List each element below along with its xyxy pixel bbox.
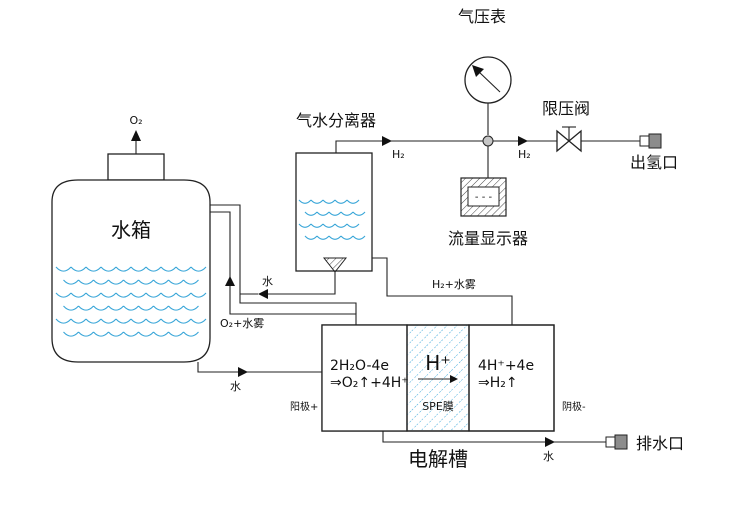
water-tank-label: 水箱 <box>111 218 151 242</box>
junction-node <box>482 135 494 147</box>
water-wave-row <box>298 223 360 228</box>
separator-water-waves <box>298 199 366 240</box>
o2-outlet: O₂ <box>129 114 143 154</box>
cathode-label: 阴极- <box>562 400 586 413</box>
gas-water-separator: 气水分离器 <box>295 111 376 273</box>
water-wave-row <box>55 292 207 298</box>
water-wave-row <box>55 318 207 324</box>
pressure-limit-valve: 限压阀 <box>542 99 590 153</box>
flow-display-label: 流量显示器 <box>448 229 528 248</box>
gauge-needle-icon <box>472 65 484 77</box>
flow-display: - - - 流量显示器 <box>448 177 528 248</box>
electrolytic-cell-label: 电解槽 <box>408 447 468 471</box>
h2-after-junction-label: H₂ <box>518 148 531 161</box>
water-wave-row <box>304 211 366 216</box>
water-feed-label: 水 <box>230 380 241 393</box>
water-return-label: 水 <box>262 275 273 288</box>
drain-water-label: 水 <box>543 450 554 463</box>
flow-display-reading: - - - <box>475 192 493 203</box>
water-wave-row <box>298 199 360 204</box>
proton-arrow-icon <box>450 375 458 383</box>
drain-outlet-connector <box>605 434 628 450</box>
tank-neck <box>107 153 165 181</box>
anode-label: 阳极+ <box>290 400 318 413</box>
water-wave-row <box>304 235 366 240</box>
cathode-reaction-2: ⇒H₂↑ <box>478 375 518 391</box>
separator-drain-funnel <box>322 257 348 273</box>
cathode-reaction-1: 4H⁺+4e <box>478 358 534 374</box>
water-wave-row <box>55 266 207 272</box>
electrolytic-cell: 2H₂O-4e ⇒O₂↑+4H⁺ H⁺ 4H⁺+4e ⇒H₂↑ SPE膜 <box>321 324 555 432</box>
h2-after-separator-label: H₂ <box>392 148 405 161</box>
water-wave-row <box>63 331 199 337</box>
anode-reaction-1: 2H₂O-4e <box>330 358 389 374</box>
o2-water-mist-label: O₂+水雾 <box>220 317 264 330</box>
tank-water-waves <box>55 266 207 337</box>
valve-icon <box>556 129 571 153</box>
separator-label: 气水分离器 <box>296 111 376 130</box>
proton-label: H⁺ <box>425 351 451 375</box>
spe-membrane-label: SPE膜 <box>422 400 454 413</box>
hydrogen-outlet-label: 出氢口 <box>630 153 678 172</box>
valve-label: 限压阀 <box>542 99 590 118</box>
anode-chamber <box>321 324 408 432</box>
flow-display-screen <box>467 186 500 207</box>
water-wave-row <box>63 305 199 311</box>
spe-membrane <box>406 324 470 432</box>
drain-outlet-label: 排水口 <box>636 434 684 453</box>
anode-reaction-2: ⇒O₂↑+4H⁺ <box>330 375 409 391</box>
hydrogen-outlet-connector <box>639 133 662 149</box>
o2-label: O₂ <box>129 114 142 127</box>
water-tank: 水箱 <box>51 153 211 363</box>
h2-water-mist-label: H₂+水雾 <box>432 278 476 291</box>
tank-body <box>51 179 211 363</box>
separator-vessel <box>295 152 373 272</box>
pressure-gauge-label: 气压表 <box>458 7 506 26</box>
pressure-gauge: 气压表 <box>458 7 512 135</box>
water-wave-row <box>63 279 199 285</box>
